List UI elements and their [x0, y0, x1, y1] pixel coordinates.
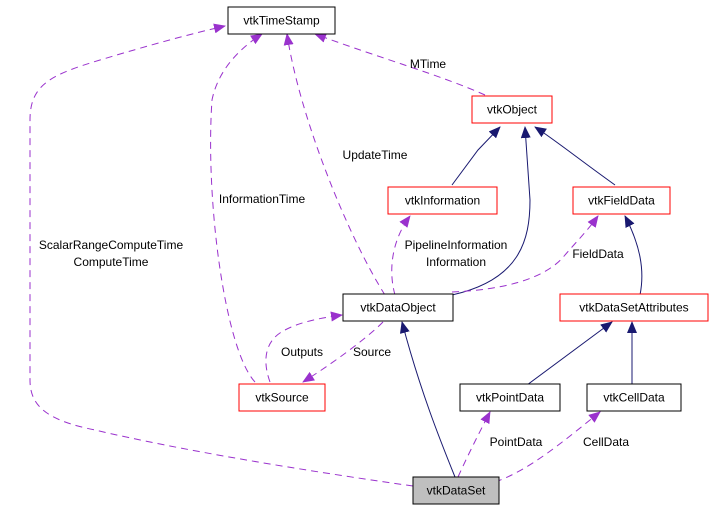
edge-source-uses-timestamp: [210, 33, 263, 383]
edge-label-cell-data: CellData: [583, 435, 629, 449]
edge-dataset-inherits-dataobject: [399, 321, 456, 478]
edge-label-source: Source: [353, 345, 391, 359]
edge-dataset-uses-timestamp: [29, 23, 414, 487]
edge-label-field-data: FieldData: [572, 247, 624, 261]
edge-source-uses-dataobject: [265, 311, 343, 383]
edge-label-update-time: UpdateTime: [343, 148, 408, 162]
edge-label-mtime: MTime: [410, 57, 447, 71]
edge-dataobject-uses-information: [391, 215, 411, 296]
edge-labels: MTime UpdateTime InformationTime ScalarR…: [39, 57, 629, 449]
edge-label-outputs: Outputs: [281, 345, 323, 359]
node-vtk-field-data[interactable]: vtkFieldData: [572, 186, 671, 215]
edges: [29, 23, 643, 487]
edge-label-point-data: PointData: [490, 435, 543, 449]
node-vtk-point-data[interactable]: vtkPointData: [459, 383, 561, 412]
node-vtk-time-stamp[interactable]: vtkTimeStamp: [227, 6, 336, 35]
edge-label-scalar-range-time: ScalarRangeComputeTime: [39, 238, 184, 252]
edge-dataset-uses-celldata: [494, 411, 601, 483]
node-label: vtkDataSetAttributes: [579, 301, 688, 315]
edge-fielddata-inherits-object: [534, 126, 616, 186]
edge-dataobject-inherits-object: [451, 126, 531, 296]
edge-dataset-uses-pointdata: [457, 411, 491, 478]
node-label: vtkSource: [255, 391, 309, 405]
edge-label-information-time: InformationTime: [219, 192, 306, 206]
edge-label-information: Information: [426, 255, 486, 269]
edge-dsattributes-inherits-fielddata: [624, 215, 643, 296]
node-vtk-information[interactable]: vtkInformation: [387, 186, 498, 215]
edge-pointdata-inherits-dsattributes: [526, 321, 613, 386]
node-label: vtkInformation: [405, 194, 480, 208]
node-vtk-object[interactable]: vtkObject: [471, 95, 553, 124]
edge-information-inherits-object: [451, 126, 501, 186]
node-label: vtkFieldData: [588, 194, 655, 208]
node-label: vtkDataObject: [360, 301, 436, 315]
node-vtk-data-object[interactable]: vtkDataObject: [342, 293, 454, 322]
node-vtk-source[interactable]: vtkSource: [238, 383, 326, 412]
edge-dataobject-uses-fielddata: [451, 215, 599, 293]
edge-object-uses-timestamp: [314, 33, 486, 96]
node-vtk-cell-data[interactable]: vtkCellData: [586, 383, 682, 412]
node-label: vtkDataSet: [427, 484, 486, 498]
edge-dataobject-uses-timestamp: [283, 33, 386, 296]
node-label: vtkTimeStamp: [243, 14, 320, 28]
node-vtk-data-set[interactable]: vtkDataSet: [412, 476, 500, 505]
node-label: vtkCellData: [603, 391, 665, 405]
edge-label-pipeline-information: PipelineInformation: [405, 238, 508, 252]
node-label: vtkObject: [487, 103, 538, 117]
node-vtk-data-set-attributes[interactable]: vtkDataSetAttributes: [559, 293, 709, 322]
nodes: vtkTimeStamp vtkObject vtkInformation vt…: [227, 6, 709, 505]
edge-dataobject-uses-source: [302, 321, 384, 383]
edge-label-compute-time: ComputeTime: [74, 255, 149, 269]
node-label: vtkPointData: [476, 391, 544, 405]
